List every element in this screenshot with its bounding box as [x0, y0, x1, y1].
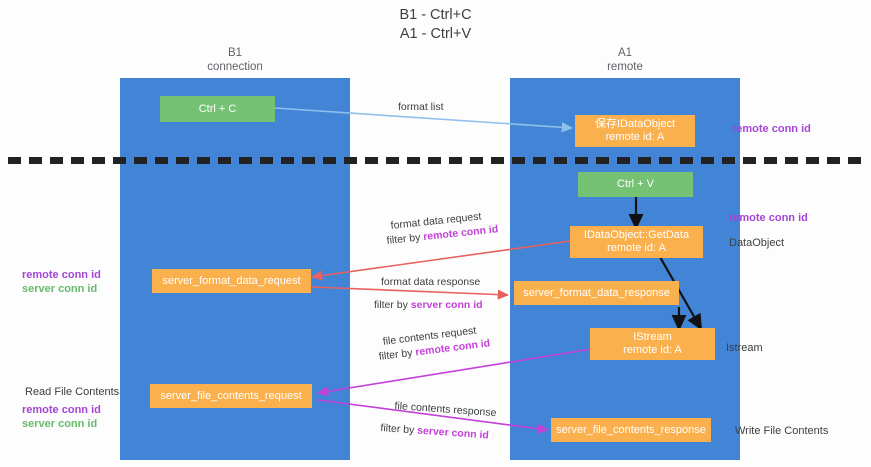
node-istream-line2: remote id: A [623, 344, 682, 356]
node-server-format-data-request[interactable]: server_format_data_request [152, 269, 311, 293]
filter-token-server-conn-id: server conn id [410, 299, 483, 311]
filter-prefix: filter by [380, 421, 418, 437]
wire-format-data-request [311, 240, 571, 281]
edge-label-format-data-response: format data response [381, 275, 480, 289]
lane-header-a1-sub: remote [607, 61, 643, 73]
annotation-left-read-file-contents: Read File Contents [25, 386, 120, 398]
annotation-left-remote-conn-id-mid: remote conn id [22, 269, 101, 281]
node-server-file-contents-request-label: server_file_contents_request [160, 389, 302, 402]
annotation-right-dataobject: DataObject [729, 237, 785, 249]
wire-file-contents-response [317, 399, 549, 434]
edge-label-format-list: format list [398, 100, 444, 114]
node-server-file-contents-request[interactable]: server_file_contents_request [150, 384, 312, 408]
node-server-format-data-response-label: server_format_data_response [523, 286, 670, 299]
annotation-left-server-conn-id-bottom: server conn id [22, 418, 98, 430]
node-save-idataobject-line2: remote id: A [605, 131, 665, 143]
node-server-format-data-response[interactable]: server_format_data_response [514, 281, 679, 305]
lane-header-b1: B1 connection [120, 46, 350, 74]
title-line-2: A1 - Ctrl+V [399, 26, 472, 42]
node-save-idataobject-line1: 保存IDataObject [594, 118, 676, 130]
lane-header-a1-name: A1 [617, 47, 633, 59]
node-ctrl-c[interactable]: Ctrl + C [160, 96, 275, 122]
node-ctrl-v-label: Ctrl + V [617, 178, 654, 190]
annotation-right-istream: Istream [726, 342, 763, 354]
page-title: B1 - Ctrl+C A1 - Ctrl+V [0, 6, 871, 44]
title-line-1: B1 - Ctrl+C [399, 7, 472, 23]
wire-file-contents-request [317, 348, 593, 397]
section-divider [8, 157, 863, 164]
node-ctrl-v[interactable]: Ctrl + V [578, 172, 693, 197]
lane-header-b1-sub: connection [207, 61, 263, 73]
node-idataobject-getdata[interactable]: IDataObject::GetData remote id: A [570, 226, 703, 258]
lane-header-a1: A1 remote [510, 46, 740, 74]
node-save-idataobject[interactable]: 保存IDataObject remote id: A [575, 115, 695, 147]
node-ctrl-c-label: Ctrl + C [198, 102, 237, 115]
annotation-right-remote-conn-id-top: remote conn id [732, 123, 811, 135]
edge-label-format-list-text: format list [398, 101, 444, 113]
node-getdata-line2: remote id: A [607, 242, 666, 254]
lane-header-b1-name: B1 [227, 47, 243, 59]
node-server-format-data-request-label: server_format_data_request [162, 274, 301, 287]
wire-format-data-response [311, 286, 509, 300]
node-server-file-contents-response[interactable]: server_file_contents_response [551, 418, 711, 442]
annotation-left-remote-conn-id-bottom: remote conn id [22, 404, 101, 416]
edge-label-format-data-response-text: format data response [381, 276, 481, 288]
node-getdata-line1: IDataObject::GetData [583, 229, 690, 241]
node-istream[interactable]: IStream remote id: A [590, 328, 715, 360]
filter-prefix: filter by [374, 299, 411, 311]
node-server-file-contents-response-label: server_file_contents_response [556, 423, 706, 436]
node-istream-line1: IStream [633, 331, 672, 343]
annotation-right-write-file-contents: Write File Contents [735, 425, 829, 437]
edge-label-format-data-response-filter: filter by server conn id [374, 298, 483, 312]
wire-format-list [274, 107, 573, 133]
annotation-right-remote-conn-id-mid: remote conn id [729, 212, 808, 224]
wire-getdata-istream [659, 256, 703, 331]
annotation-left-server-conn-id-mid: server conn id [22, 283, 98, 295]
filter-prefix: filter by [386, 231, 424, 247]
